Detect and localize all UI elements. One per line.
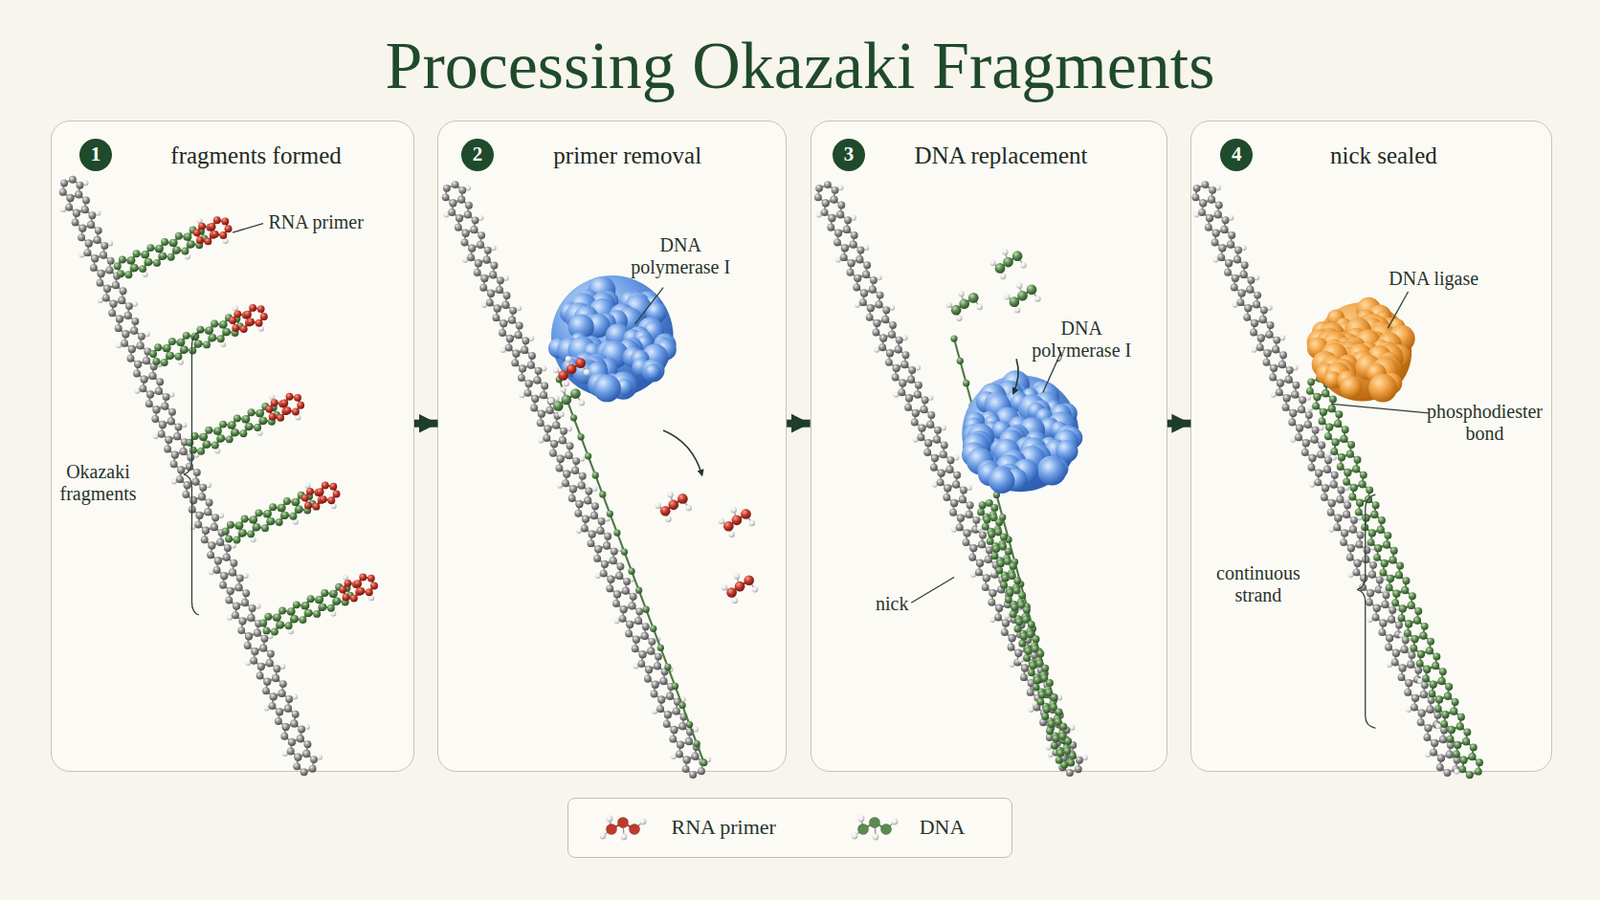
- atom: [688, 771, 697, 779]
